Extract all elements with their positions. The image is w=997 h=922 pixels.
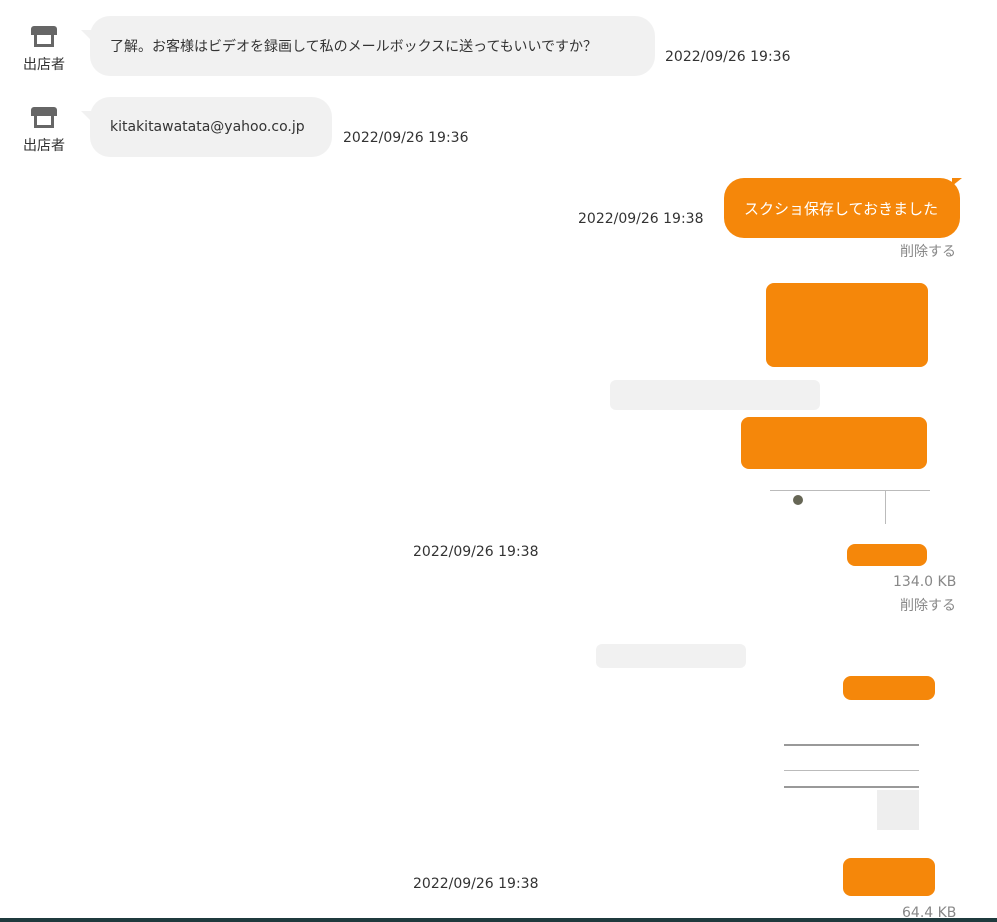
shop-icon (31, 107, 57, 129)
message-timestamp: 2022/09/26 19:36 (343, 130, 469, 146)
sender-label: 出店者 (23, 57, 65, 73)
message-timestamp: 2022/09/26 19:36 (665, 49, 791, 65)
seller-avatar: 出店者 (19, 107, 69, 155)
delete-link[interactable]: 削除する (900, 598, 956, 614)
shop-icon (31, 26, 57, 48)
message-bubble: kitakitawatata@yahoo.co.jp (81, 97, 332, 157)
message-bubble: スクショ保存しておきました (724, 178, 962, 238)
seller-avatar: 出店者 (19, 26, 69, 74)
attached-image-screenshot[interactable] (560, 630, 970, 912)
message-bubble: 了解。お客様はビデオを録画して私のメールボックスに送ってもいいですか？ (81, 16, 655, 76)
file-size: 134.0 KB (893, 574, 957, 590)
sender-label: 出店者 (23, 138, 65, 154)
message-timestamp: 2022/09/26 19:38 (413, 876, 539, 892)
file-size: 64.4 KB (902, 905, 957, 921)
delete-link[interactable]: 削除する (900, 244, 956, 260)
footer-bar (0, 918, 997, 922)
attached-image-screenshot[interactable] (565, 280, 970, 572)
message-timestamp: 2022/09/26 19:38 (413, 544, 539, 560)
message-timestamp: 2022/09/26 19:38 (578, 211, 704, 227)
